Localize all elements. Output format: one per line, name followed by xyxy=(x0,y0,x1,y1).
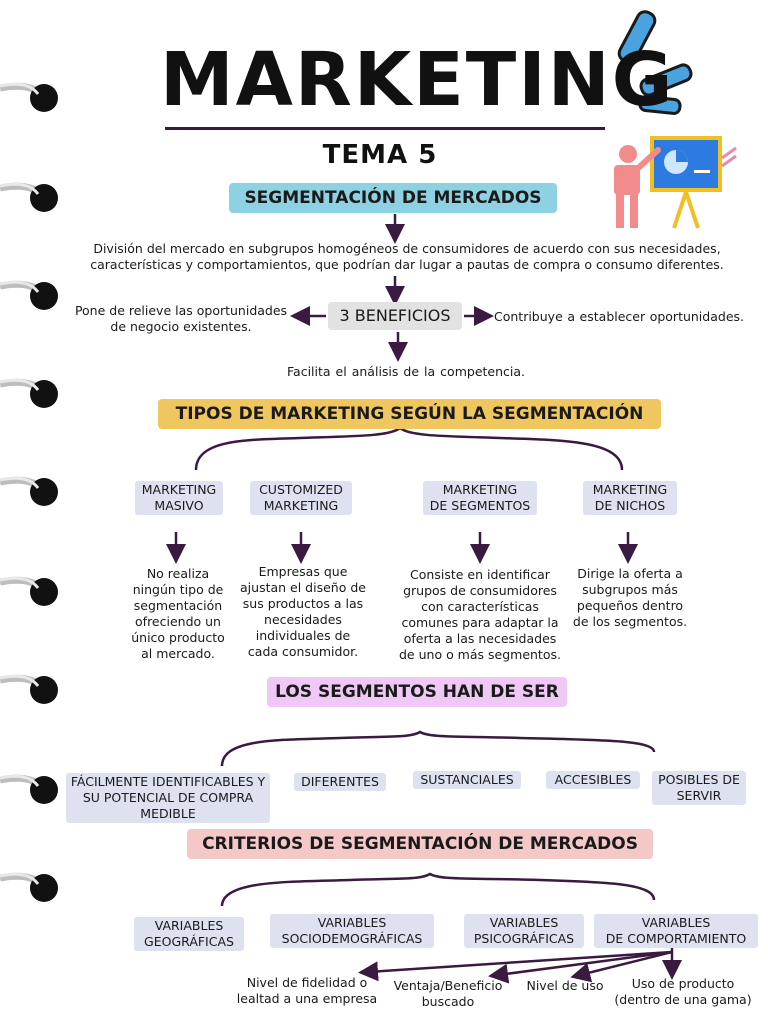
segmentacion-header: SEGMENTACIÓN DE MERCADOS xyxy=(229,183,557,213)
exclamation-strokes-icon xyxy=(617,10,693,115)
tipo-desc-masivo: No realiza ningún tipo de segmentación o… xyxy=(131,566,225,661)
beneficio-left: Pone de relieve las oportunidades de neg… xyxy=(74,303,288,334)
tipo-desc-segmentos: Consiste en identificar grupos de consum… xyxy=(399,567,561,662)
tipo-chip-masivo: MARKETING MASIVO xyxy=(135,481,223,515)
segmento-chip-sustanciales: SUSTANCIALES xyxy=(413,771,521,789)
brace-tipos xyxy=(194,426,624,471)
arrow-comp-uso xyxy=(570,950,673,983)
spiral-binding-ring xyxy=(0,280,58,310)
tipo-chip-customized: CUSTOMIZED MARKETING xyxy=(250,481,352,515)
spiral-binding-ring xyxy=(0,182,58,212)
title-underline xyxy=(165,127,605,130)
tipo-desc-nichos: Dirige la oferta a subgrupos más pequeño… xyxy=(572,566,688,629)
comportamiento-nivel-uso: Nivel de uso xyxy=(526,978,604,993)
beneficio-bottom: Facilita el análisis de la competencia. xyxy=(287,364,525,379)
beneficio-right: Contribuye a establecer oportunidades. xyxy=(494,309,744,324)
tipos-header: TIPOS DE MARKETING SEGÚN LA SEGMENTACIÓN xyxy=(158,399,661,429)
criterio-chip-sociodemograficas: VARIABLES SOCIODEMOGRÁFICAS xyxy=(270,914,434,948)
page-subtitle: TEMA 5 xyxy=(322,140,438,170)
comportamiento-uso-producto: Uso de producto (dentro de una gama) xyxy=(614,976,752,1007)
arrow-comp-ventaja xyxy=(488,950,673,984)
arrow-comp-fidelidad xyxy=(358,950,673,982)
segmentacion-definition: División del mercado en subgrupos homogé… xyxy=(90,241,724,272)
spiral-binding-ring xyxy=(0,872,58,902)
presenter-illustration xyxy=(614,10,737,229)
segmento-chip-identificables: FÁCILMENTE IDENTIFICABLES Y SU POTENCIAL… xyxy=(66,773,270,823)
criterio-chip-comportamiento: VARIABLES DE COMPORTAMIENTO xyxy=(594,914,758,948)
criterio-chip-psicograficas: VARIABLES PSICOGRÁFICAS xyxy=(464,914,584,948)
beneficios-label: 3 BENEFICIOS xyxy=(328,302,462,330)
page-title: MARKETING xyxy=(160,37,675,123)
segmento-chip-accesibles: ACCESIBLES xyxy=(546,771,640,789)
tipo-desc-customized: Empresas que ajustan el diseño de sus pr… xyxy=(240,564,366,659)
presenter-board-icon xyxy=(614,136,737,229)
spiral-binding-ring xyxy=(0,774,58,804)
tipo-chip-segmentos: MARKETING DE SEGMENTOS xyxy=(423,481,537,515)
brace-segmentos xyxy=(220,730,656,767)
comportamiento-ventaja: Ventaja/Beneficio buscado xyxy=(393,978,503,1009)
segmento-chip-diferentes: DIFERENTES xyxy=(294,773,386,791)
segmentos-header: LOS SEGMENTOS HAN DE SER xyxy=(267,677,567,707)
spiral-binding-ring xyxy=(0,82,58,112)
comportamiento-fidelidad: Nivel de fidelidad o lealtad a una empre… xyxy=(236,975,378,1006)
segmento-chip-posibles: POSIBLES DE SERVIR xyxy=(652,771,746,805)
criterio-chip-geograficas: VARIABLES GEOGRÁFICAS xyxy=(134,917,244,951)
spiral-binding-ring xyxy=(0,576,58,606)
brace-criterios xyxy=(220,872,656,907)
spiral-binding-ring xyxy=(0,674,58,704)
criterios-header: CRITERIOS DE SEGMENTACIÓN DE MERCADOS xyxy=(187,829,653,859)
spiral-binding-ring xyxy=(0,476,58,506)
tipo-chip-nichos: MARKETING DE NICHOS xyxy=(583,481,677,515)
spiral-binding-ring xyxy=(0,378,58,408)
